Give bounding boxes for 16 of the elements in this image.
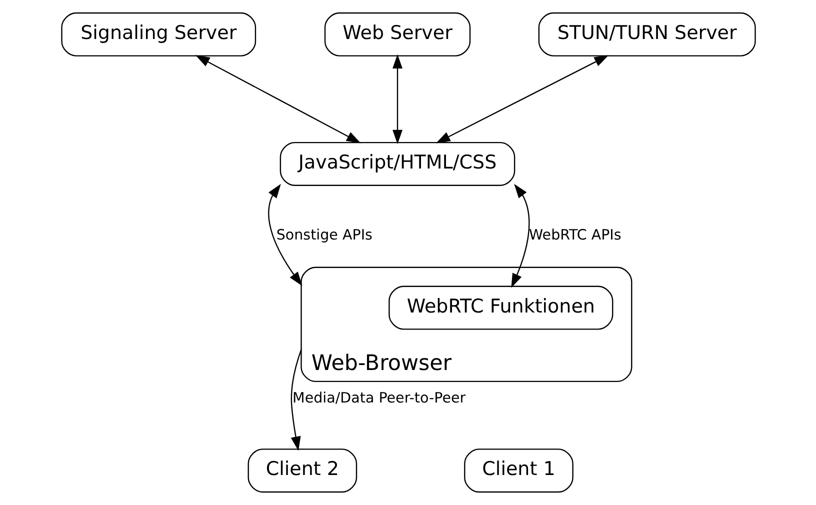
arrow bbox=[268, 184, 302, 286]
arrow bbox=[194, 55, 360, 144]
edge-label: Sonstige APIs bbox=[276, 228, 372, 244]
node-box: Client 1 bbox=[464, 448, 573, 493]
node-box: Signaling Server bbox=[60, 12, 256, 56]
arrow bbox=[435, 55, 608, 144]
node-box: WebRTC Funktionen bbox=[388, 286, 613, 330]
node-box: Web Server bbox=[324, 12, 470, 56]
edge-label: WebRTC APIs bbox=[528, 228, 621, 244]
node-box: STUN/TURN Server bbox=[538, 12, 756, 56]
arrow bbox=[290, 349, 302, 451]
edge-label: Media/Data Peer-to-Peer bbox=[292, 390, 466, 406]
arrow bbox=[510, 184, 530, 288]
arrow bbox=[392, 54, 402, 144]
node-box: Client 2 bbox=[247, 448, 357, 493]
node-box: JavaScript/HTML/CSS bbox=[279, 142, 515, 186]
